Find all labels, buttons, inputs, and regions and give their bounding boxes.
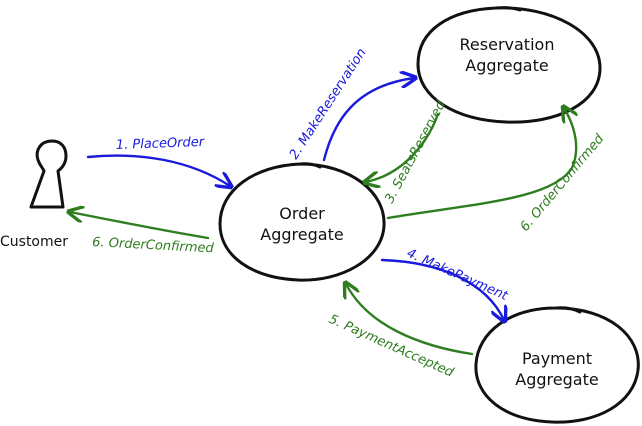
edge-seats-reserved: 3. SeatsReserved: [366, 98, 449, 206]
edge-payment-accepted: 5. PaymentAccepted: [326, 284, 474, 381]
order-aggregate-subtitle: Aggregate: [260, 225, 343, 244]
order-confirmed-customer-arrow: [70, 212, 210, 240]
make-reservation-arrow: [322, 78, 414, 162]
order-aggregate-outline: [218, 162, 386, 282]
place-order-arrow: [86, 154, 230, 186]
make-payment-label: 4. MakePayment: [404, 246, 510, 304]
reservation-aggregate-node: Reservation Aggregate: [416, 6, 602, 124]
customer-label: Customer: [0, 234, 68, 250]
reservation-aggregate-title: Reservation: [460, 35, 555, 54]
payment-aggregate-subtitle: Aggregate: [515, 370, 598, 389]
seats-reserved-arrow: [366, 112, 440, 182]
edge-make-payment: 4. MakePayment: [380, 246, 511, 320]
customer-actor: Customer: [0, 139, 68, 250]
edge-make-reservation: 2. MakeReservation: [287, 46, 414, 162]
order-aggregate-node: Order Aggregate: [218, 162, 386, 282]
place-order-label: 1. PlaceOrder: [116, 135, 206, 153]
payment-aggregate-title: Payment: [522, 349, 592, 368]
payment-aggregate-node: Payment Aggregate: [474, 306, 640, 424]
make-payment-arrow: [380, 258, 504, 320]
reservation-aggregate-outline: [416, 6, 602, 124]
order-confirmed-reservation-arrow: [386, 108, 576, 220]
payment-accepted-arrow: [346, 284, 474, 356]
seats-reserved-label: 3. SeatsReserved: [382, 98, 449, 206]
order-confirmed-reservation-label: 6. OrderConfirmed: [518, 131, 608, 234]
order-confirmed-customer-label: 6. OrderConfirmed: [92, 235, 215, 256]
customer-figure-icon: [29, 139, 68, 209]
order-aggregate-title: Order: [279, 204, 325, 223]
reservation-aggregate-subtitle: Aggregate: [465, 56, 548, 75]
edge-order-confirmed-customer: 6. OrderConfirmed: [70, 212, 215, 256]
payment-aggregate-outline: [474, 306, 640, 424]
edge-place-order: 1. PlaceOrder: [86, 135, 230, 186]
